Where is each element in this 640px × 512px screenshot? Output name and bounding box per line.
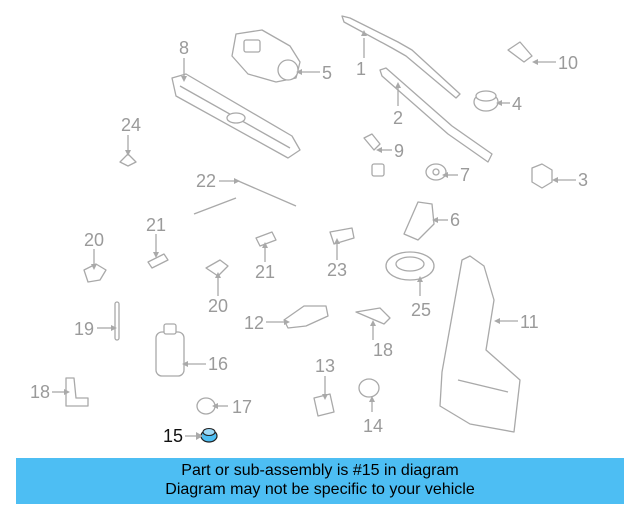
part-label-15: 15 [163, 426, 183, 446]
part-label-25: 25 [411, 300, 431, 320]
part-label-9: 9 [394, 141, 404, 161]
grommet-small [119, 153, 137, 167]
part-label-11: 11 [520, 312, 539, 332]
elbow-fitting-center [355, 307, 391, 325]
wiper-motor [231, 29, 301, 83]
part-label-18-center: 18 [373, 340, 393, 360]
part-label-2: 2 [393, 108, 403, 128]
washer-nozzle-center [205, 259, 229, 277]
part-label-24: 24 [121, 115, 141, 135]
part-label-18-left: 18 [30, 382, 50, 402]
part-label-21-left: 21 [146, 215, 166, 235]
washer-pump [155, 323, 185, 377]
clip-part [507, 41, 533, 63]
part-label-23: 23 [327, 260, 347, 280]
connector-part [329, 227, 355, 245]
part-label-16: 16 [208, 354, 228, 374]
part-label-21-right: 21 [255, 262, 275, 282]
elbow-fitting-left [65, 377, 89, 407]
bracket-part [363, 133, 385, 177]
part-number-labels: 1 2 3 4 5 6 7 8 9 10 11 12 13 14 15 16 1… [30, 38, 588, 446]
grommet-part [425, 163, 447, 181]
cap-part [473, 90, 499, 112]
wiper-linkage [171, 73, 301, 159]
part-label-6: 6 [450, 210, 460, 230]
part-label-19: 19 [74, 319, 94, 339]
banner-line-2: Diagram may not be specific to your vehi… [165, 481, 475, 498]
hose-connector [283, 305, 329, 329]
part-label-22: 22 [196, 171, 216, 191]
rod-part [114, 301, 120, 341]
wiper-arm [379, 67, 493, 163]
part-label-3: 3 [578, 170, 588, 190]
part-label-10: 10 [558, 53, 578, 73]
info-banner: Part or sub-assembly is #15 in diagram D… [16, 458, 624, 504]
washer-nozzle-21a [147, 253, 169, 269]
reservoir-cap-part [385, 251, 435, 281]
highlighted-part-15[interactable] [200, 427, 218, 443]
part-label-7: 7 [460, 165, 470, 185]
part-label-20-left: 20 [84, 230, 104, 250]
washer-reservoir [439, 255, 521, 433]
washer-rod [193, 179, 297, 215]
washer-nozzle-21b [255, 231, 277, 247]
part-label-5: 5 [322, 63, 332, 83]
nut-part [531, 163, 553, 189]
part-label-13: 13 [315, 356, 335, 376]
part-label-12: 12 [244, 313, 264, 333]
part-label-20-center: 20 [208, 296, 228, 316]
wiper-blade [341, 15, 461, 99]
part-label-14: 14 [363, 416, 383, 436]
leader-arrowheads [64, 30, 558, 440]
grommet-14 [358, 378, 380, 398]
part-label-8: 8 [179, 38, 189, 58]
bracket-clip-part [403, 201, 435, 241]
part-label-1: 1 [356, 59, 366, 79]
part-label-4: 4 [512, 94, 522, 114]
banner-line-1: Part or sub-assembly is #15 in diagram [181, 462, 459, 479]
part-label-17: 17 [232, 397, 252, 417]
